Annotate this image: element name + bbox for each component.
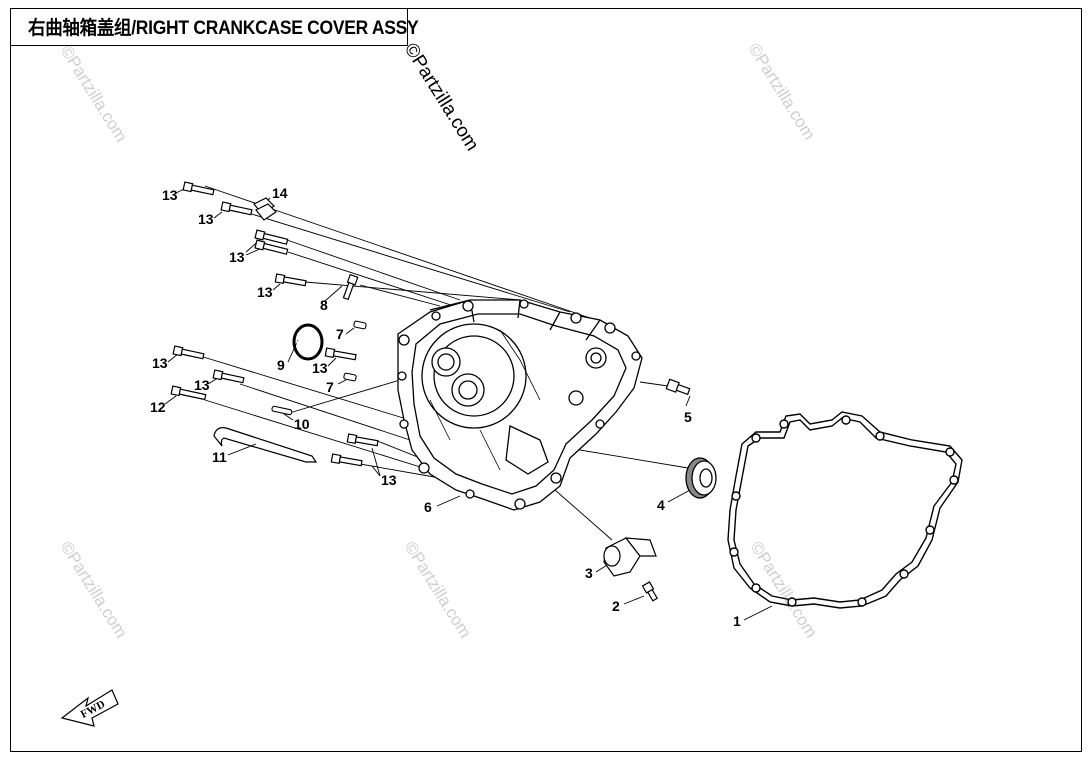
bolt-5-icon <box>665 378 691 396</box>
bolt-13h-icon <box>324 347 357 361</box>
callout-10: 10 <box>294 416 310 432</box>
watermark-top-right: ©Partzilla.com <box>745 40 819 143</box>
callout-13e: 13 <box>312 360 328 376</box>
crankcase-cover-6 <box>397 299 643 511</box>
dowel-pin-7a-icon <box>353 320 367 330</box>
callout-13a: 13 <box>162 187 178 203</box>
bolt-2-icon <box>641 581 658 602</box>
o-ring-9-icon <box>292 323 324 361</box>
bolt-8-icon <box>342 273 359 301</box>
bolt-13c-icon <box>254 229 289 245</box>
oil-seal-4-icon <box>685 457 717 499</box>
callout-13d: 13 <box>257 284 273 300</box>
bolt-13d-icon <box>254 239 289 255</box>
diagram-frame <box>10 8 1082 752</box>
callout-5: 5 <box>684 409 692 425</box>
callout-14: 14 <box>272 185 288 201</box>
callout-2: 2 <box>612 598 620 614</box>
bolt-13e-icon <box>274 273 307 287</box>
page-title: 右曲轴箱盖组/RIGHT CRANKCASE COVER ASSY <box>28 18 419 39</box>
callout-9: 9 <box>277 357 285 373</box>
pins-group <box>271 320 367 416</box>
callout-13b: 13 <box>198 211 214 227</box>
clip-14-icon <box>253 197 277 221</box>
fwd-arrow-icon: FWD <box>60 689 119 727</box>
callout-8: 8 <box>320 297 328 313</box>
callout-13f: 13 <box>152 355 168 371</box>
title-box: 右曲轴箱盖组/RIGHT CRANKCASE COVER ASSY <box>10 8 419 46</box>
watermark-bottom-left: ©Partzilla.com <box>57 538 131 641</box>
callout-13h: 13 <box>381 472 397 488</box>
callout-7a: 7 <box>336 326 344 342</box>
bolt-13j-icon <box>330 453 363 467</box>
breather-hose-11-icon <box>213 427 318 463</box>
callout-3: 3 <box>585 565 593 581</box>
sensor-3-icon <box>603 537 657 577</box>
bolt-13g-icon <box>212 369 245 384</box>
callout-12: 12 <box>150 399 166 415</box>
stud-10-icon <box>271 405 293 416</box>
bolt-13f-icon <box>172 345 205 360</box>
gasket-1 <box>727 411 963 609</box>
callout-1: 1 <box>733 613 741 629</box>
bolt-13i-icon <box>346 433 379 447</box>
bolt-12-icon <box>170 385 207 401</box>
callout-6: 6 <box>424 499 432 515</box>
callout-labels: 1 2 3 4 5 6 7 7 8 9 10 11 12 13 13 13 13… <box>150 185 741 629</box>
callout-13g: 13 <box>194 377 210 393</box>
callout-7b: 7 <box>326 379 334 395</box>
watermark-bottom-mid: ©Partzilla.com <box>401 538 475 641</box>
watermark-main: ©Partzilla.com <box>400 40 483 155</box>
callout-11: 11 <box>212 449 227 465</box>
dowel-pin-7b-icon <box>343 372 357 382</box>
bolt-group <box>170 181 691 602</box>
watermark-top-left: ©Partzilla.com <box>57 42 131 145</box>
bolt-13b-icon <box>220 201 253 216</box>
bolt-13a-icon <box>182 181 215 196</box>
callout-13c: 13 <box>229 249 245 265</box>
callout-4: 4 <box>657 497 665 513</box>
